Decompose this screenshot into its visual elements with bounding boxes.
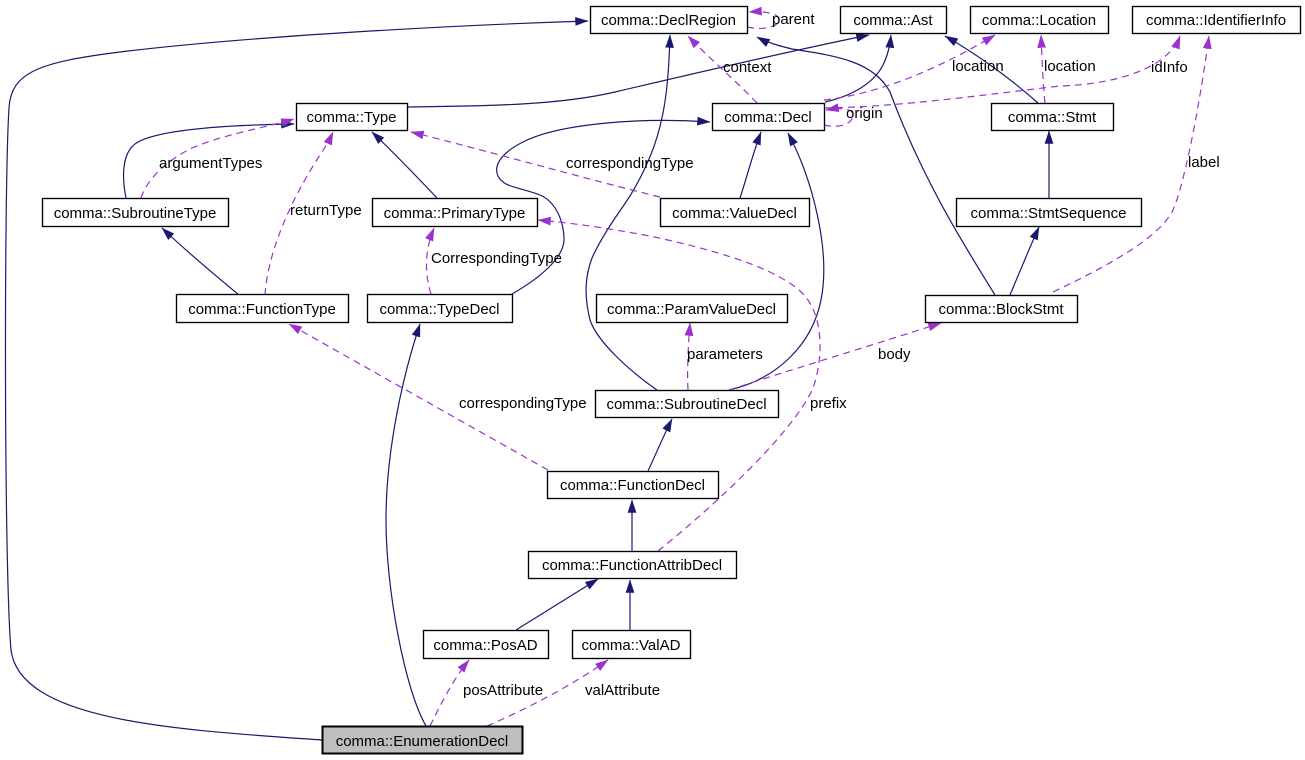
svg-text:comma::PrimaryType: comma::PrimaryType [384,205,526,222]
svg-text:parameters: parameters [687,346,763,363]
svg-text:comma::BlockStmt: comma::BlockStmt [938,301,1064,318]
svg-text:comma::StmtSequence: comma::StmtSequence [971,205,1127,222]
svg-text:posAttribute: posAttribute [463,682,543,699]
svg-text:correspondingType: correspondingType [459,395,587,412]
svg-text:prefix: prefix [810,395,847,412]
svg-text:origin: origin [846,105,883,122]
svg-text:comma::Location: comma::Location [982,12,1096,29]
svg-text:comma::PosAD: comma::PosAD [433,637,537,654]
svg-text:comma::ValueDecl: comma::ValueDecl [672,205,797,222]
svg-text:comma::TypeDecl: comma::TypeDecl [379,301,499,318]
svg-text:comma::IdentifierInfo: comma::IdentifierInfo [1146,12,1286,29]
svg-text:label: label [1188,154,1220,171]
svg-text:comma::EnumerationDecl: comma::EnumerationDecl [336,733,509,750]
svg-text:comma::SubroutineType: comma::SubroutineType [54,205,217,222]
svg-text:argumentTypes: argumentTypes [159,155,262,172]
svg-text:comma::Stmt: comma::Stmt [1008,109,1097,126]
svg-text:comma::DeclRegion: comma::DeclRegion [601,12,736,29]
svg-text:body: body [878,346,911,363]
svg-text:comma::SubroutineDecl: comma::SubroutineDecl [606,396,766,413]
svg-text:comma::FunctionAttribDecl: comma::FunctionAttribDecl [542,557,722,574]
svg-text:comma::Ast: comma::Ast [853,12,933,29]
svg-text:comma::Decl: comma::Decl [724,109,812,126]
svg-text:comma::ParamValueDecl: comma::ParamValueDecl [607,301,776,318]
svg-text:CorrespondingType: CorrespondingType [431,250,562,267]
svg-text:location: location [952,58,1004,75]
svg-text:comma::FunctionDecl: comma::FunctionDecl [560,477,705,494]
svg-text:valAttribute: valAttribute [585,682,660,699]
svg-text:correspondingType: correspondingType [566,155,694,172]
svg-text:comma::ValAD: comma::ValAD [582,637,681,654]
svg-text:context: context [723,59,772,76]
svg-text:idInfo: idInfo [1151,59,1188,76]
svg-text:parent: parent [772,11,815,28]
svg-text:returnType: returnType [290,202,362,219]
svg-text:location: location [1044,58,1096,75]
svg-text:comma::Type: comma::Type [306,109,396,126]
svg-text:comma::FunctionType: comma::FunctionType [188,301,336,318]
